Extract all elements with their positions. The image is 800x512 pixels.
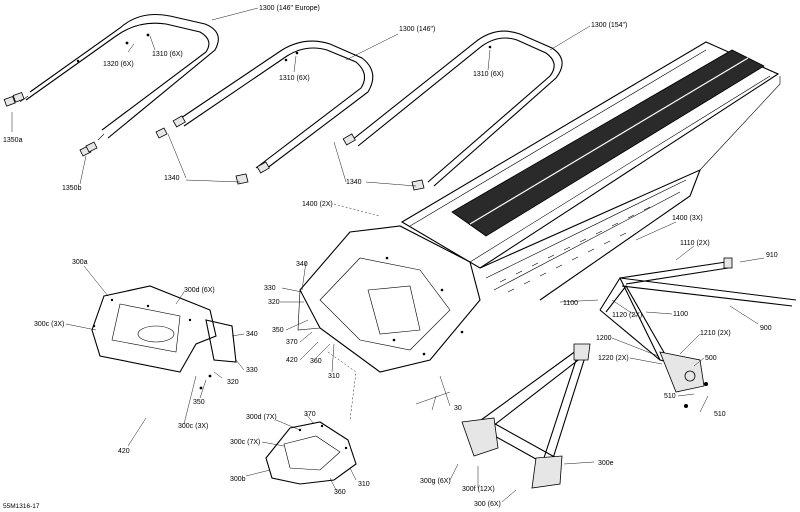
rear-bumper-146 xyxy=(79,40,374,185)
callout-1100-a: 1100 xyxy=(563,300,578,307)
callout-1210: 1210 (2X) xyxy=(700,330,731,337)
callout-310-bottom: 310 xyxy=(358,481,370,488)
callout-1310-c: 1310 (6X) xyxy=(473,71,504,78)
callout-420-center: 420 xyxy=(286,357,298,364)
callout-1400-3x: 1400 (3X) xyxy=(672,215,703,222)
callout-1310-a: 1310 (6X) xyxy=(152,51,183,58)
callout-1100-b: 1100 xyxy=(673,311,688,318)
callout-420-left: 420 xyxy=(118,448,130,455)
callout-1300-europe: 1300 (146" Europe) xyxy=(259,5,320,12)
callout-300c-7x: 300c (7X) xyxy=(230,439,260,446)
callout-340-center: 340 xyxy=(296,261,308,268)
callout-1200: 1200 xyxy=(596,335,612,342)
callout-labels: 1300 (146" Europe) 1320 (6X) 1310 (6X) 1… xyxy=(3,5,778,510)
front-panel-left xyxy=(91,285,237,390)
callout-350-left: 350 xyxy=(193,399,205,406)
callout-300d-7x: 300d (7X) xyxy=(246,414,277,421)
tunnel-assembly xyxy=(297,41,781,373)
callout-360-center: 360 xyxy=(310,358,322,365)
callout-1340-a: 1340 xyxy=(164,175,180,182)
callout-1300-154: 1300 (154") xyxy=(591,22,627,29)
callout-300b: 300b xyxy=(230,476,246,483)
callout-900: 900 xyxy=(760,325,772,332)
callout-300d-6x: 300d (6X) xyxy=(184,287,215,294)
callout-1320: 1320 (6X) xyxy=(103,61,134,68)
leader-lines xyxy=(11,7,765,503)
callout-330-center: 330 xyxy=(264,285,276,292)
callout-910: 910 xyxy=(766,252,778,259)
callout-1400-2x: 1400 (2X) xyxy=(302,201,333,208)
callout-300a: 300a xyxy=(72,259,88,266)
front-bracket-bottom xyxy=(265,421,357,485)
front-arm xyxy=(461,343,591,489)
callout-1110: 1110 (2X) xyxy=(680,240,710,247)
cooler-slots xyxy=(499,206,651,293)
callout-510-a: 510 xyxy=(664,393,676,400)
callout-1310-b: 1310 (6X) xyxy=(279,75,310,82)
callout-1350b: 1350b xyxy=(62,185,82,192)
callout-1300-146: 1300 (146") xyxy=(399,26,435,33)
callout-310-center: 310 xyxy=(328,373,340,380)
callout-300g: 300g (6X) xyxy=(420,478,451,485)
reference-code: 55M1316-17 xyxy=(3,503,40,510)
callout-360-bottom: 360 xyxy=(334,489,346,496)
callout-300-6x: 300 (6X) xyxy=(474,501,501,508)
callout-300c-3x-bottom: 300c (3X) xyxy=(178,423,208,430)
callout-1120: 1120 (2X) xyxy=(612,312,642,319)
callout-340-left: 340 xyxy=(246,331,258,338)
callout-510-b: 510 xyxy=(714,411,726,418)
callout-320-left: 320 xyxy=(227,379,239,386)
rear-suspension xyxy=(599,257,797,408)
callout-330-left: 330 xyxy=(246,367,258,374)
callout-370-bottom: 370 xyxy=(304,411,316,418)
rear-bumper-154 xyxy=(342,30,563,191)
callout-350-center: 350 xyxy=(272,327,284,334)
callout-500: 500 xyxy=(705,355,717,362)
callout-1350a: 1350a xyxy=(3,137,23,144)
callout-30: 30 xyxy=(454,405,462,412)
callout-300c-3x-left: 300c (3X) xyxy=(34,321,64,328)
callout-300e: 300e xyxy=(598,460,614,467)
callout-300f: 300f (12X) xyxy=(462,486,495,493)
callout-370-center: 370 xyxy=(286,339,298,346)
callout-1220: 1220 (2X) xyxy=(598,355,629,362)
callout-1340-b: 1340 xyxy=(346,179,362,186)
rear-bumper-europe xyxy=(3,13,219,141)
callout-320-center: 320 xyxy=(268,299,280,306)
